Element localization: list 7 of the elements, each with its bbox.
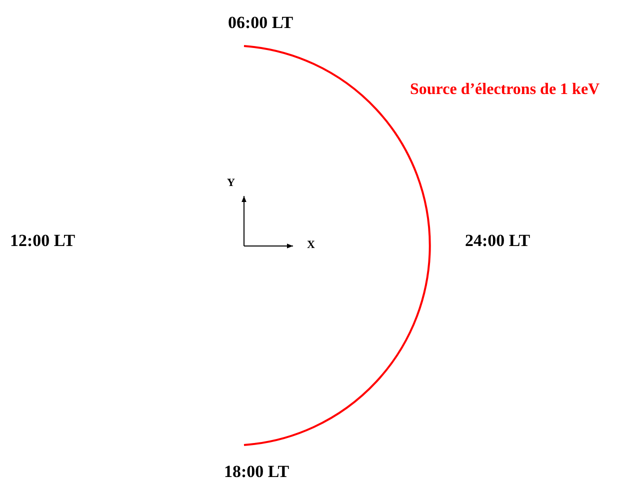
time-label: 24:00 LT: [465, 232, 530, 249]
source-label: Source d’électrons de 1 keV: [410, 82, 600, 98]
axis-label: Y: [227, 178, 235, 189]
time-label: 06:00 LT: [228, 14, 294, 31]
axis-label: X: [307, 240, 315, 251]
time-label: 18:00 LT: [224, 463, 290, 480]
time-label: 12:00 LT: [10, 232, 76, 249]
